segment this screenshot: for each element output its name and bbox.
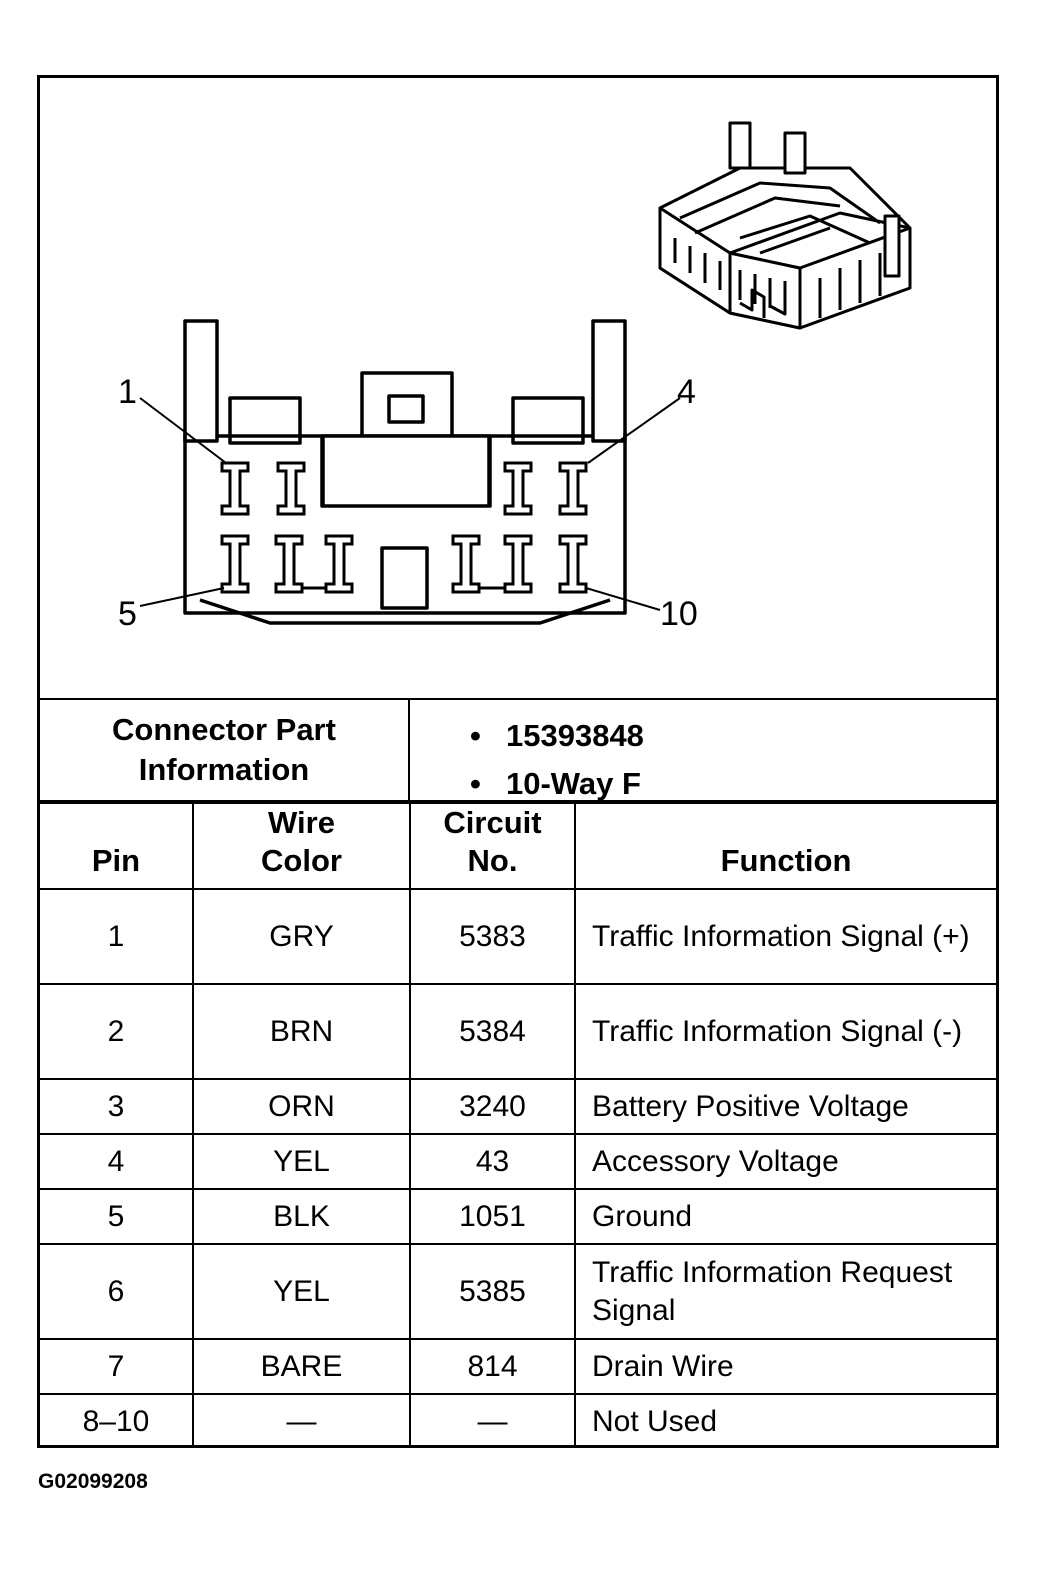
connector-part-info-label-cell: Connector Part Information bbox=[40, 700, 410, 800]
wire-color-cell: GRY bbox=[192, 888, 411, 985]
pin-cell: 1 bbox=[40, 888, 194, 985]
circuit-cell: 43 bbox=[409, 1133, 576, 1190]
pin-callout-4: 4 bbox=[677, 373, 696, 411]
pin-leader-lines bbox=[139, 397, 681, 611]
cavity-2 bbox=[276, 461, 306, 516]
header-pin: Pin bbox=[40, 802, 194, 890]
terminal-cavities bbox=[220, 461, 588, 594]
circuit-cell: 5384 bbox=[409, 983, 576, 1080]
cavity-3 bbox=[503, 461, 533, 516]
wire-color-cell: ORN bbox=[192, 1078, 411, 1135]
circuit-cell: 3240 bbox=[409, 1078, 576, 1135]
connector-illustration-area: 1 4 5 10 bbox=[40, 78, 996, 698]
circuit-cell: 5385 bbox=[409, 1243, 576, 1340]
table-row: 7 BARE 814 Drain Wire bbox=[40, 1338, 996, 1395]
pin-cell: 3 bbox=[40, 1078, 194, 1135]
cavity-10 bbox=[558, 534, 588, 594]
function-cell: Not Used bbox=[574, 1393, 996, 1448]
table-row: 1 GRY 5383 Traffic Information Signal (+… bbox=[40, 888, 996, 985]
header-wire-color: Wire Color bbox=[192, 802, 411, 890]
wire-color-cell: BLK bbox=[192, 1188, 411, 1245]
pin-cell: 5 bbox=[40, 1188, 194, 1245]
cavity-7 bbox=[324, 534, 354, 594]
connector-type: 10-Way F bbox=[506, 766, 641, 801]
table-row: 3 ORN 3240 Battery Positive Voltage bbox=[40, 1078, 996, 1135]
function-cell: Traffic Information Request Signal bbox=[574, 1243, 996, 1340]
pin-cell: 8–10 bbox=[40, 1393, 194, 1448]
connector-type-item: •10-Way F bbox=[470, 766, 641, 801]
wire-color-cell: — bbox=[192, 1393, 411, 1448]
table-row: 5 BLK 1051 Ground bbox=[40, 1188, 996, 1245]
circuit-cell: 5383 bbox=[409, 888, 576, 985]
pin-cell: 6 bbox=[40, 1243, 194, 1340]
cavity-5 bbox=[220, 534, 250, 594]
wire-color-cell: YEL bbox=[192, 1243, 411, 1340]
cavity-6 bbox=[274, 534, 304, 594]
function-cell: Traffic Information Signal (+) bbox=[574, 888, 996, 985]
pin-callout-5: 5 bbox=[118, 595, 137, 633]
table-row: 8–10 — — Not Used bbox=[40, 1393, 996, 1448]
connector-illustration: 1 4 5 10 bbox=[118, 121, 912, 633]
cavity-1 bbox=[220, 461, 250, 516]
pin-cell: 7 bbox=[40, 1338, 194, 1395]
part-number: 15393848 bbox=[506, 718, 644, 753]
pin-cell: 4 bbox=[40, 1133, 194, 1190]
cavity-9 bbox=[503, 534, 533, 594]
cavity-8 bbox=[451, 534, 481, 594]
pin-out-table: Pin Wire Color Circuit No. Function 1 GR… bbox=[40, 802, 996, 1448]
header-function: Function bbox=[574, 802, 996, 890]
part-number-item: •15393848 bbox=[470, 718, 644, 753]
wire-color-cell: BRN bbox=[192, 983, 411, 1080]
cavity-4 bbox=[558, 461, 588, 516]
circuit-cell: — bbox=[409, 1393, 576, 1448]
function-cell: Battery Positive Voltage bbox=[574, 1078, 996, 1135]
wire-color-cell: BARE bbox=[192, 1338, 411, 1395]
connector-isometric-icon bbox=[658, 121, 912, 330]
circuit-cell: 814 bbox=[409, 1338, 576, 1395]
connector-part-info-values: •15393848 •10-Way F bbox=[470, 712, 644, 808]
connector-diagram-frame: 1 4 5 10 Connector Part Information •153… bbox=[37, 75, 999, 1448]
figure-id: G02099208 bbox=[38, 1470, 148, 1493]
function-cell: Ground bbox=[574, 1188, 996, 1245]
circuit-cell: 1051 bbox=[409, 1188, 576, 1245]
connector-part-info-row: Connector Part Information •15393848 •10… bbox=[40, 698, 996, 802]
function-cell: Drain Wire bbox=[574, 1338, 996, 1395]
pin-callout-1: 1 bbox=[118, 373, 137, 411]
pin-cell: 2 bbox=[40, 983, 194, 1080]
connector-face-view bbox=[183, 319, 627, 625]
table-row: 6 YEL 5385 Traffic Information Request S… bbox=[40, 1243, 996, 1340]
function-cell: Accessory Voltage bbox=[574, 1133, 996, 1190]
table-row: 2 BRN 5384 Traffic Information Signal (-… bbox=[40, 983, 996, 1080]
header-circuit-no: Circuit No. bbox=[409, 802, 576, 890]
table-header-row: Pin Wire Color Circuit No. Function bbox=[40, 802, 996, 890]
wire-color-cell: YEL bbox=[192, 1133, 411, 1190]
table-row: 4 YEL 43 Accessory Voltage bbox=[40, 1133, 996, 1190]
function-cell: Traffic Information Signal (-) bbox=[574, 983, 996, 1080]
connector-part-info-label: Connector Part Information bbox=[112, 712, 336, 787]
pin-callout-10: 10 bbox=[660, 595, 698, 633]
